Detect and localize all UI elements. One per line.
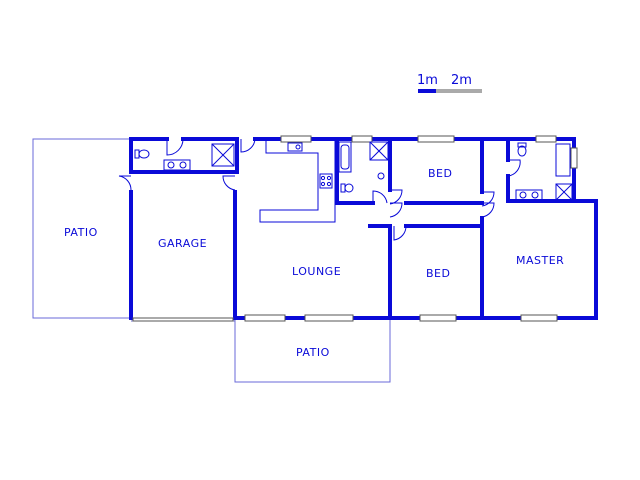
patio-bottom-outline <box>234 318 391 383</box>
basin-icon <box>377 172 385 180</box>
bathtub-icon <box>338 141 352 173</box>
window <box>570 147 578 169</box>
room-label-bed-top: BED <box>428 167 452 180</box>
toilet-icon <box>340 183 354 193</box>
windows <box>132 135 578 322</box>
garage-door <box>132 317 234 322</box>
window <box>417 135 455 143</box>
room-label-bed-middle: BED <box>426 267 450 280</box>
room-label-patio-bottom: PATIO <box>296 346 330 359</box>
door <box>481 191 495 207</box>
doors <box>118 138 521 241</box>
window <box>535 135 557 143</box>
door <box>240 138 256 153</box>
room-label-lounge: LOUNGE <box>292 265 341 278</box>
room-label-garage: GARAGE <box>158 237 207 250</box>
room-labels: PATIO GARAGE LOUNGE BED BED MASTER PATIO <box>64 167 564 359</box>
window <box>520 314 558 322</box>
window <box>244 314 286 322</box>
window <box>351 135 373 143</box>
window <box>280 135 312 143</box>
scale-label-1m: 1m <box>417 73 438 88</box>
basin-icon <box>163 159 191 171</box>
door <box>389 189 403 205</box>
door <box>166 138 184 156</box>
room-label-master: MASTER <box>516 254 564 267</box>
door <box>372 190 388 204</box>
scale-label-2m: 2m <box>451 73 472 88</box>
shower-icon <box>211 143 235 167</box>
kitchen-counter <box>259 139 336 223</box>
fixtures <box>134 141 573 201</box>
door <box>393 225 407 241</box>
window <box>304 314 354 322</box>
door <box>118 175 132 191</box>
sink-icon <box>287 142 303 152</box>
basin-icon <box>515 189 543 201</box>
room-label-patio-left: PATIO <box>64 226 98 239</box>
window <box>419 314 457 322</box>
toilet-icon <box>134 149 150 159</box>
patio-left-outline <box>32 138 131 319</box>
shower-icon <box>555 183 573 201</box>
door <box>507 159 521 177</box>
walls <box>129 137 598 320</box>
stove-icon <box>319 173 333 189</box>
bathtub-icon <box>555 143 571 177</box>
shower-icon <box>369 141 389 161</box>
door <box>481 202 495 218</box>
scale-bar: 1m 2m <box>417 73 482 93</box>
toilet-icon <box>517 142 527 157</box>
door <box>222 175 236 191</box>
door <box>389 202 403 218</box>
